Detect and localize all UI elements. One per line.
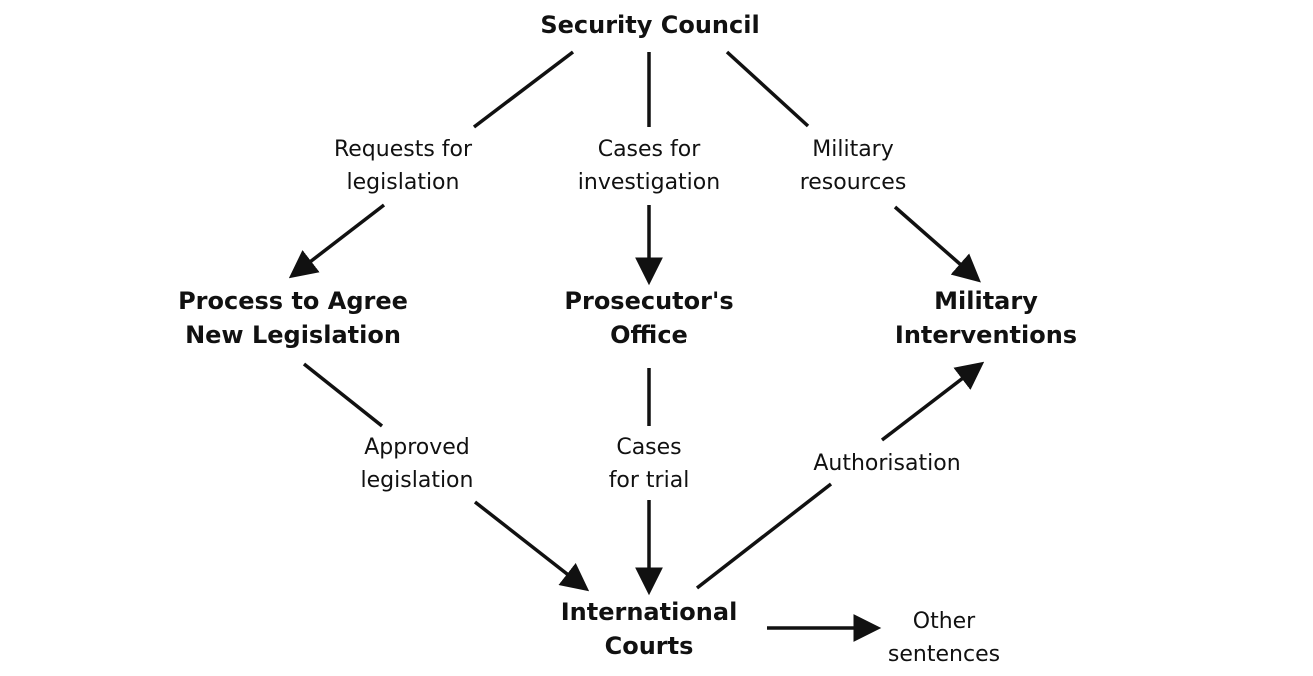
edge-arrow-approved bbox=[473, 500, 590, 592]
edge-label-military-resources: Military resources bbox=[799, 133, 907, 199]
node-military-interventions-line-2: Interventions bbox=[894, 321, 1078, 349]
node-prosecutors-office-line-2: Office bbox=[610, 321, 688, 349]
node-international-courts-line-2: Courts bbox=[604, 632, 694, 660]
node-process-legislation-line-1: Process to Agree bbox=[178, 287, 408, 315]
edge-label-other-line-2: sentences bbox=[887, 642, 1001, 667]
edge-label-cases-for-trial: Cases for trial bbox=[608, 431, 690, 497]
edge-label-other-sentences: Other sentences bbox=[887, 605, 1001, 671]
node-process-legislation: Process to Agree New Legislation bbox=[178, 284, 408, 352]
edge-label-authorisation: Authorisation bbox=[813, 447, 961, 480]
edge-label-approved-line-2: legislation bbox=[360, 468, 474, 493]
edge-line-requests-top bbox=[472, 50, 575, 129]
edge-label-resources-line-1: Military bbox=[812, 137, 894, 162]
edge-label-requests-for-legislation: Requests for legislation bbox=[333, 133, 473, 199]
node-prosecutors-office: Prosecutor's Office bbox=[564, 284, 733, 352]
edge-label-investigation-line-2: investigation bbox=[577, 170, 721, 195]
node-process-legislation-line-2: New Legislation bbox=[185, 321, 401, 349]
edge-label-resources-line-2: resources bbox=[799, 170, 907, 195]
edge-line-authorisation-bottom bbox=[695, 482, 833, 590]
edge-arrow-resources bbox=[893, 205, 981, 283]
node-international-courts: International Courts bbox=[561, 595, 738, 663]
edge-label-requests-line-1: Requests for bbox=[333, 137, 473, 162]
node-international-courts-line-1: International bbox=[560, 598, 738, 626]
edge-label-authorisation-line-1: Authorisation bbox=[813, 451, 961, 476]
edge-arrow-requests bbox=[288, 203, 386, 279]
edge-label-trial-line-1: Cases bbox=[616, 435, 682, 460]
edge-label-requests-line-2: legislation bbox=[346, 170, 460, 195]
edge-label-other-line-1: Other bbox=[912, 609, 976, 634]
edge-arrow-authorisation bbox=[880, 361, 985, 442]
edge-label-cases-for-investigation: Cases for investigation bbox=[577, 133, 721, 199]
edge-line-resources-top bbox=[725, 50, 810, 128]
edge-label-investigation-line-1: Cases for bbox=[597, 137, 701, 162]
edge-line-approved-top bbox=[302, 362, 384, 428]
node-security-council: Security Council bbox=[540, 8, 759, 42]
node-security-council-text: Security Council bbox=[540, 11, 760, 39]
node-prosecutors-office-line-1: Prosecutor's bbox=[564, 287, 734, 315]
node-military-interventions-line-1: Military bbox=[934, 287, 1038, 315]
edge-label-approved-line-1: Approved bbox=[364, 435, 470, 460]
edge-label-trial-line-2: for trial bbox=[608, 468, 690, 493]
node-military-interventions: Military Interventions bbox=[895, 284, 1077, 352]
edge-label-approved-legislation: Approved legislation bbox=[360, 431, 474, 497]
